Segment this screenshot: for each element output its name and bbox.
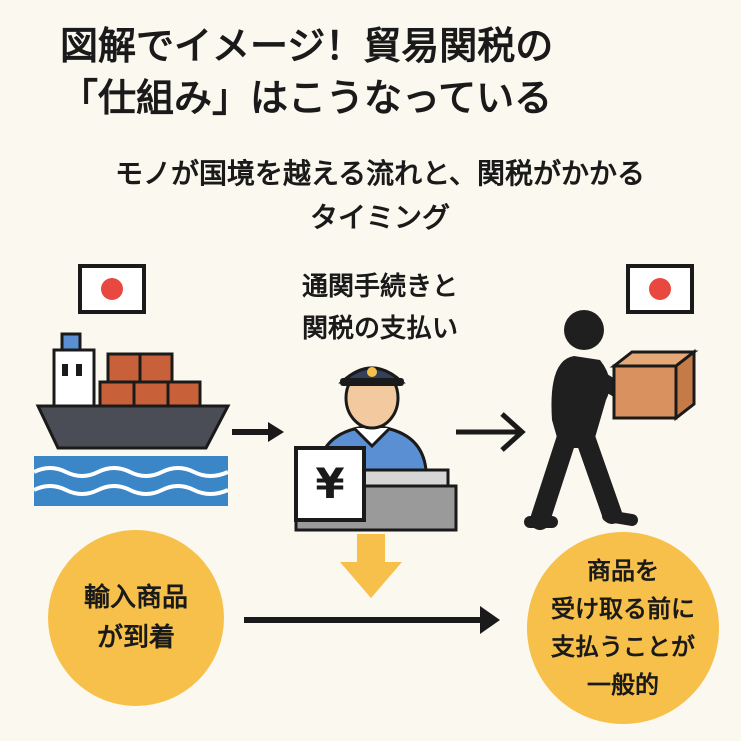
payment-line-2: 受け取る前に xyxy=(551,595,695,623)
customs-label-line-2: 関税の支払い xyxy=(301,314,458,344)
page-title: 図解でイメージ！貿易関税の 「仕組み」はこうなっている xyxy=(60,20,680,124)
customs-label: 通関手続きと 関税の支払い xyxy=(270,266,490,350)
arrow-down-icon xyxy=(340,534,402,598)
arrival-line-2: が到着 xyxy=(96,623,175,653)
yen-sign-icon: ¥ xyxy=(294,446,366,522)
japan-flag-icon xyxy=(626,264,694,314)
customs-label-line-1: 通関手続きと xyxy=(301,272,458,302)
title-line-1: 図解でイメージ！貿易関税の xyxy=(60,24,554,68)
yen-symbol: ¥ xyxy=(315,459,344,508)
cargo-ship-icon xyxy=(33,332,231,506)
payment-line-3: 支払うことが xyxy=(551,633,695,661)
arrow-right-icon xyxy=(244,606,500,634)
subtitle-line-1: モノが国境を越える流れと、関税がかかる xyxy=(114,157,646,190)
payment-line-4: 一般的 xyxy=(587,671,659,699)
title-line-2: 「仕組み」はこうなっている xyxy=(60,76,553,120)
person-carrying-box-icon xyxy=(524,310,699,530)
subtitle: モノが国境を越える流れと、関税がかかる タイミング xyxy=(70,152,690,240)
subtitle-line-2: タイミング xyxy=(309,201,450,234)
arrow-right-icon xyxy=(232,422,284,442)
arrival-line-1: 輸入商品 xyxy=(83,583,188,613)
payment-line-1: 商品を xyxy=(587,557,659,585)
arrival-circle: 輸入商品 が到着 xyxy=(48,530,224,706)
payment-circle: 商品を 受け取る前に 支払うことが 一般的 xyxy=(527,532,719,724)
japan-flag-icon xyxy=(78,264,146,314)
arrow-right-icon xyxy=(456,412,526,452)
